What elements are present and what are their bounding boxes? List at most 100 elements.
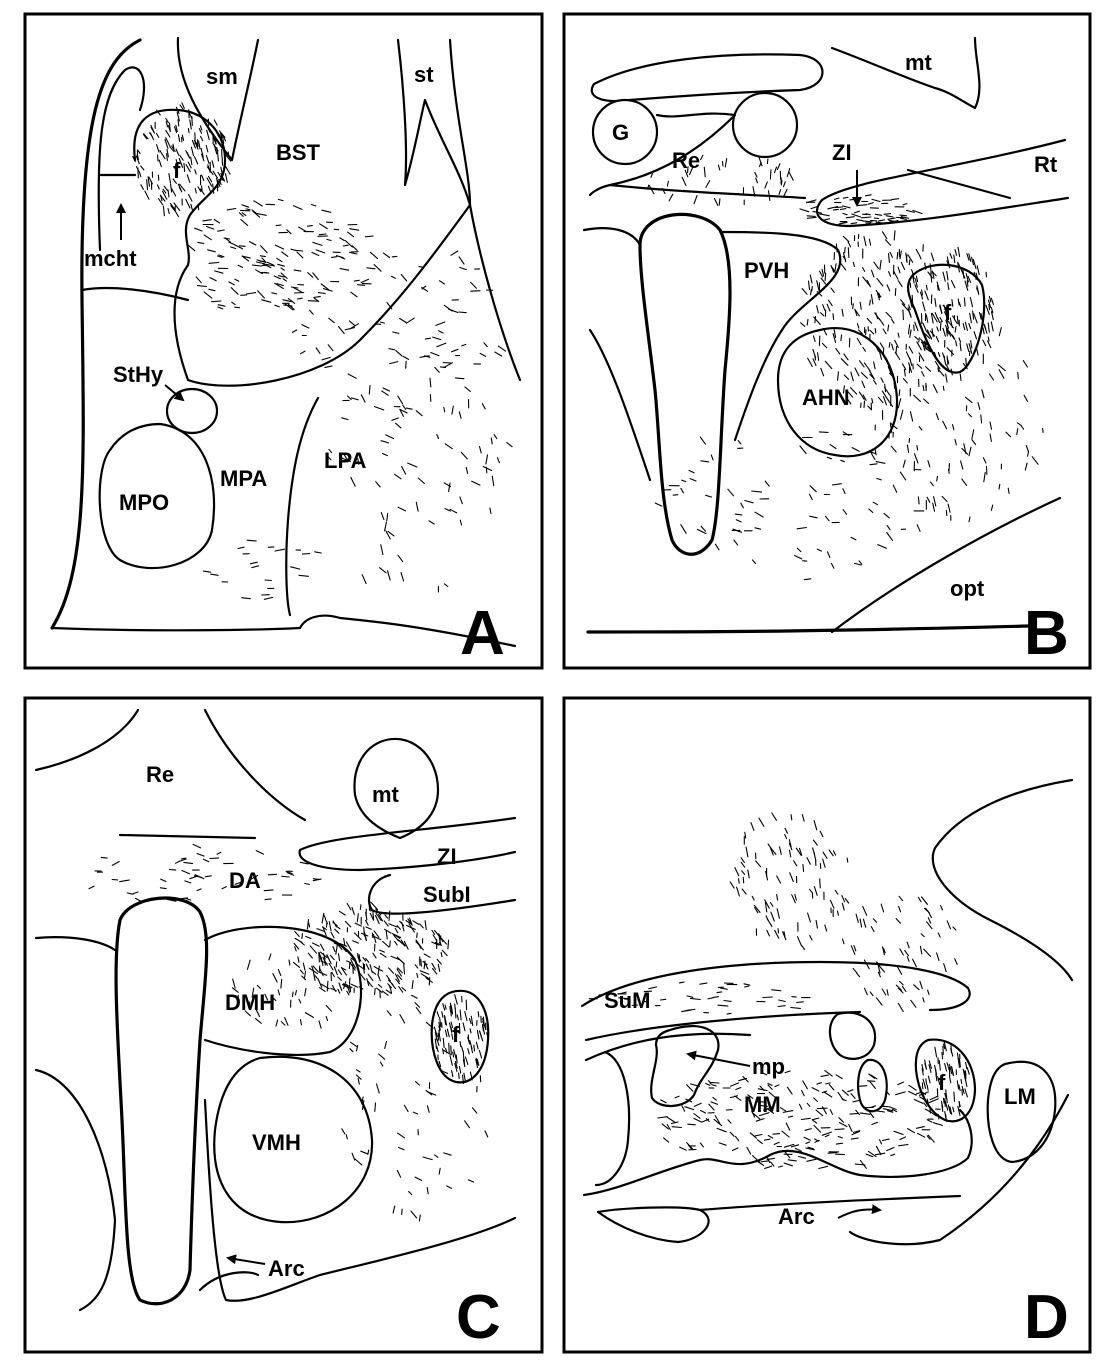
fiber-dash xyxy=(202,219,212,222)
panel-d-sum-lower xyxy=(584,1010,862,1042)
fiber-dash xyxy=(899,250,902,260)
fiber-dash xyxy=(821,342,828,349)
fiber-dash xyxy=(881,231,888,240)
fiber-dash xyxy=(764,480,770,487)
fiber-dash xyxy=(382,387,391,392)
fiber-dash xyxy=(741,888,747,895)
fiber-dash xyxy=(408,1190,413,1196)
fiber-dash xyxy=(425,1021,434,1029)
fiber-dash xyxy=(875,221,886,224)
fiber-dash xyxy=(989,421,993,430)
fiber-dash xyxy=(465,466,469,474)
fiber-dash xyxy=(924,1062,928,1070)
fiber-dash xyxy=(155,133,160,138)
fiber-dash xyxy=(767,190,771,202)
panel-b-label-g: G xyxy=(612,120,629,145)
fiber-dash xyxy=(875,961,881,966)
fiber-dash xyxy=(156,144,160,153)
fiber-dash xyxy=(821,1090,828,1094)
fiber-dash xyxy=(326,980,329,992)
panel-c-label-arc: Arc xyxy=(268,1256,305,1281)
panel-c: Re mt ZI DA SubI DMH f VMH Arc C xyxy=(23,696,544,1354)
fiber-dash xyxy=(897,1081,905,1086)
fiber-dash xyxy=(274,244,285,250)
fiber-dash xyxy=(126,892,134,895)
fiber-dash xyxy=(755,1118,765,1122)
fiber-dash xyxy=(923,948,932,957)
fiber-dash xyxy=(943,311,948,318)
fiber-dash xyxy=(312,970,316,982)
fiber-dash xyxy=(914,321,919,332)
fiber-dash xyxy=(486,1032,489,1039)
fiber-dash xyxy=(942,327,946,337)
fiber-dash xyxy=(175,124,178,133)
fiber-dash xyxy=(740,857,745,863)
fiber-dash xyxy=(858,360,865,368)
fiber-dash xyxy=(217,229,225,232)
fiber-dash xyxy=(434,1038,438,1049)
fiber-dash xyxy=(415,1006,422,1015)
fiber-dash xyxy=(353,932,362,941)
fiber-dash xyxy=(766,158,769,165)
fiber-dash xyxy=(812,358,817,367)
fiber-dash xyxy=(816,548,822,552)
fiber-dash xyxy=(812,335,816,343)
fiber-dash xyxy=(843,374,850,380)
fiber-dash xyxy=(874,327,877,334)
fiber-dash xyxy=(851,1130,861,1136)
fiber-dash xyxy=(383,928,392,934)
fiber-dash xyxy=(401,986,407,992)
fiber-dash xyxy=(710,454,714,461)
fiber-dash xyxy=(980,313,984,322)
panel-c-left-oval xyxy=(34,1068,117,1312)
fiber-dash xyxy=(815,1109,824,1117)
fiber-dash xyxy=(685,1098,693,1103)
fiber-dash xyxy=(449,1006,452,1012)
fiber-dash xyxy=(788,849,792,858)
fiber-dash xyxy=(186,243,196,252)
fiber-dash xyxy=(727,1119,732,1124)
panel-a-mpo xyxy=(98,422,216,570)
fiber-dash xyxy=(452,1051,455,1058)
fiber-dash xyxy=(971,256,975,266)
fiber-dash xyxy=(921,1068,924,1076)
fiber-dash xyxy=(417,477,425,485)
fiber-dash xyxy=(353,279,360,282)
fiber-dash xyxy=(491,475,495,487)
fiber-dash xyxy=(716,1127,727,1133)
fiber-dash xyxy=(966,253,970,261)
fiber-dash xyxy=(928,1098,939,1104)
fiber-dash xyxy=(434,1154,439,1158)
fiber-dash xyxy=(909,411,914,422)
fiber-dash xyxy=(734,1135,740,1142)
fiber-dash xyxy=(871,397,874,404)
fiber-dash xyxy=(218,254,225,258)
fiber-dash xyxy=(177,134,181,142)
fiber-dash xyxy=(757,1161,765,1166)
fiber-dash xyxy=(823,1091,833,1098)
fiber-dash xyxy=(902,309,904,321)
fiber-dash xyxy=(206,125,211,133)
fiber-dash xyxy=(929,481,934,487)
fiber-dash xyxy=(351,906,355,916)
fiber-dash xyxy=(864,194,872,197)
fiber-dash xyxy=(924,290,929,301)
fiber-dash xyxy=(912,276,915,284)
fiber-dash xyxy=(897,987,904,994)
fiber-dash xyxy=(365,926,372,930)
fiber-dash xyxy=(196,852,205,857)
fiber-dash xyxy=(340,966,347,976)
panel-b-rt-boundary xyxy=(906,168,1012,200)
fiber-dash xyxy=(384,1040,388,1050)
fiber-dash xyxy=(476,1058,480,1066)
fiber-dash xyxy=(370,901,379,911)
fiber-dash xyxy=(464,386,471,392)
fiber-dash xyxy=(924,262,927,270)
panel-c-top-right-arc xyxy=(203,708,307,822)
fiber-dash xyxy=(745,846,749,858)
fiber-dash xyxy=(738,878,740,884)
fiber-dash xyxy=(802,560,808,562)
fiber-dash xyxy=(403,1104,409,1113)
fiber-dash xyxy=(729,1131,735,1137)
fiber-dash xyxy=(791,996,797,998)
